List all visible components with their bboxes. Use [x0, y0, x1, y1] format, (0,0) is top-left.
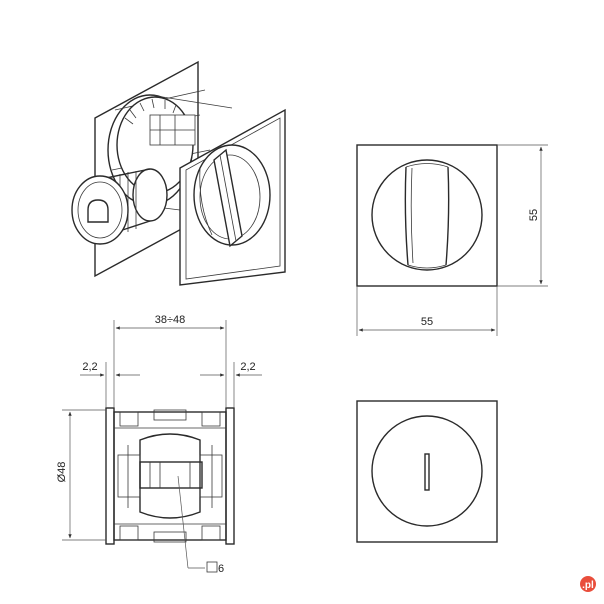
front-view-thumbturn [356, 144, 498, 287]
dimension-offset-right-label: 2,2 [240, 361, 255, 373]
section-view: 6 [105, 407, 235, 575]
dimension-height-label: 55 [528, 209, 540, 221]
back-view-escutcheon [356, 400, 498, 543]
watermark-badge-icon [580, 576, 596, 592]
dimension-range-label: 38÷48 [155, 314, 186, 326]
lento-watermark: Lento .pl [505, 574, 596, 595]
watermark-brand: Lento [505, 574, 557, 595]
dimension-height: 55 [497, 144, 548, 287]
dimension-diameter-label: Ø48 [56, 462, 68, 483]
dimension-offset-right: 2,2 [200, 361, 262, 408]
dimension-offset-left-label: 2,2 [82, 361, 97, 373]
spindle-size-label: 6 [218, 563, 224, 575]
dimension-width-label: 55 [421, 316, 433, 328]
dimension-diameter: Ø48 [56, 409, 106, 541]
dimension-width: 55 [356, 286, 498, 336]
watermark-suffix: .pl [582, 580, 594, 591]
dimension-range: 38÷48 [113, 314, 227, 408]
dimension-offset-left: 2,2 [80, 361, 140, 408]
isometric-view [71, 60, 286, 286]
